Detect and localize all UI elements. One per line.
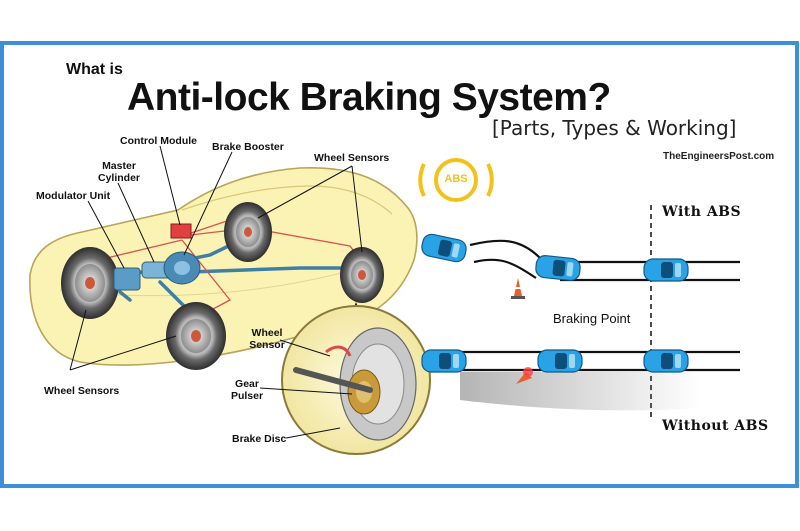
control-module-box [170,223,192,239]
label-without-abs: Without ABS [662,418,769,434]
car-topview-abs-3 [643,258,689,282]
car-topview-noabs-1 [421,349,467,373]
abs-warning-icon [418,158,494,202]
abs-comparison [418,158,740,420]
page-title: Anti-lock Braking System? [127,76,611,119]
leader-lines [69,145,363,371]
wheel-front-right [224,202,272,262]
label-braking-point: Braking Point [553,311,631,326]
label-wheel-sensor-line2: Sensor [249,339,285,351]
label-wheel-sensor: Wheel Sensor [245,327,289,351]
label-master-cylinder-line1: Master [102,160,136,172]
label-wheel-sensors-top: Wheel Sensors [314,152,390,164]
car-diagram [29,145,431,455]
label-wheel-sensors-bottom: Wheel Sensors [44,385,120,397]
label-with-abs: With ABS [662,204,742,220]
label-master-cylinder: Master Cylinder [96,160,142,184]
label-master-cylinder-line2: Cylinder [97,172,140,184]
car-topview-abs-1 [421,233,467,263]
title-prefix: What is [66,61,123,78]
modulator-unit-box [113,267,141,291]
page-subtitle: [Parts, Types & Working] [492,116,737,140]
wheel-rear-right [340,247,384,303]
label-control-module: Control Module [120,135,197,147]
label-brake-disc: Brake Disc [232,433,287,445]
road-without-abs [450,350,740,372]
wheel-front-left [61,247,119,319]
wheel-rear-left [166,302,226,370]
traffic-cone-bottom [516,367,533,384]
abs-badge-text: ABS [444,173,468,185]
label-wheel-sensor-line1: Wheel [251,327,283,339]
label-modulator-unit: Modulator Unit [36,190,111,202]
label-gear-pulser-line2: Pulser [230,390,264,402]
car-topview-noabs-3 [643,349,689,373]
car-topview-noabs-2 [537,349,583,373]
source-credit: TheEngineersPost.com [663,151,775,162]
brake-detail-inset [259,305,431,455]
traffic-cone-top [511,278,525,299]
label-brake-booster: Brake Booster [212,141,284,153]
label-gear-pulser: Gear Pulser [225,378,269,402]
label-gear-pulser-line1: Gear [235,378,259,390]
car-topview-abs-2 [535,255,581,281]
